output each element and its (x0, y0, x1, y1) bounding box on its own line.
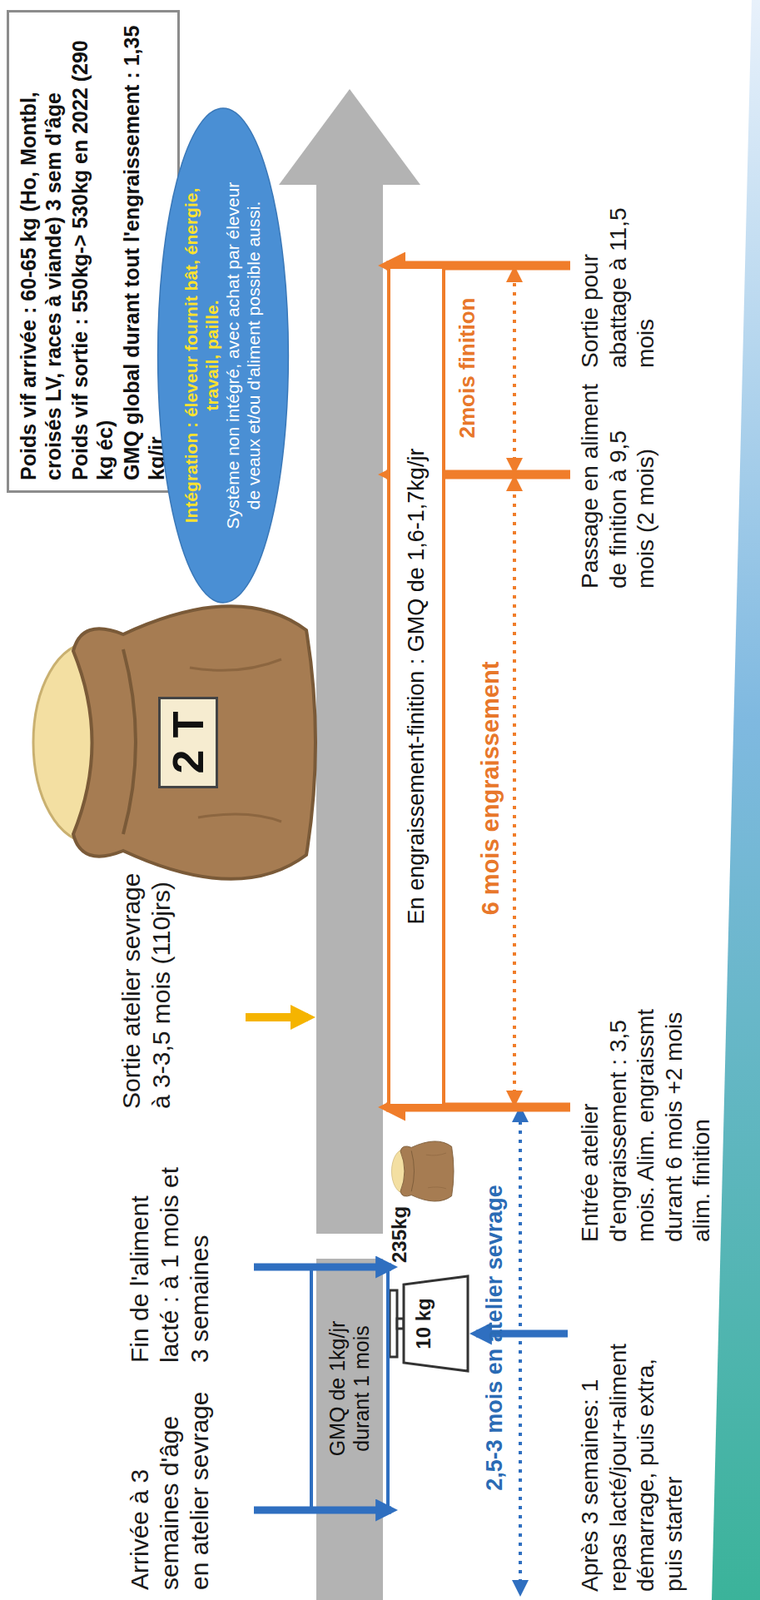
duration-line (512, 270, 517, 470)
event-arrow (245, 1013, 308, 1022)
timeline-bar (316, 183, 383, 1234)
duration-line (518, 1110, 522, 1592)
small-sack (391, 1141, 454, 1202)
timeline-arrowhead (278, 89, 421, 185)
info-text: Poids vif arrivée : 60-65 kg (Ho, Montbl… (15, 22, 66, 481)
phase-text: GMQ de 1kg/jr durant 1 mois (325, 1303, 374, 1474)
phase-box: GMQ de 1kg/jr durant 1 mois (309, 1266, 390, 1511)
info-box: Poids vif arrivée : 60-65 kg (Ho, Montbl… (6, 9, 180, 493)
phase-text: En engraissement-finition : GMQ de 1,6-1… (403, 448, 430, 925)
timeline-note: Après 3 semaines: 1 repas lacté/jour+ali… (576, 1316, 688, 1592)
timeline-note: Sortie atelier sevrage à 3-3,5 mois (110… (116, 871, 177, 1109)
timeline-note: Fin de l'aliment lacté : à 1 mois et 3 s… (124, 1150, 215, 1363)
info-text: Poids vif sortie : 550kg-> 530kg en 2022… (67, 22, 118, 481)
gradient-band (711, 0, 760, 1600)
ellipse-shape (158, 108, 289, 603)
weight-label: 235kg (387, 1196, 413, 1263)
timeline-note: Sortie pour abattage à 11,5 mois (576, 168, 661, 368)
scale-symbol (389, 1276, 468, 1371)
integration-ellipse: Intégration : éleveur fournit bât, énerg… (156, 105, 290, 606)
duration-label: 2,5-3 mois en atelier sevrage (481, 1125, 508, 1550)
timeline-note: Entrée atelier d'engraissement : 3,5 moi… (576, 975, 716, 1242)
duration-label: 6 mois engraissement (476, 617, 506, 959)
weight-box: 2 T (158, 696, 219, 789)
timeline-note: Arrivée à 3 semaines d'âge en atelier se… (124, 1381, 215, 1590)
phase-box: En engraissement-finition : GMQ de 1,6-1… (387, 265, 446, 1108)
feed-sack (33, 606, 316, 880)
duration-label: 2mois finition (454, 297, 481, 439)
ellipse-text: Intégration : éleveur fournit bât, énerg… (181, 172, 224, 539)
weight-text: 2 T (163, 710, 214, 774)
timeline-bar (316, 1258, 383, 1600)
timeline-note: Passage en aliment de finition à 9,5 moi… (576, 380, 661, 589)
weight-label: 10 kg (412, 1288, 437, 1359)
ellipse-text: Système non intégré, avec achat par élev… (223, 172, 265, 539)
duration-line (512, 479, 517, 1103)
